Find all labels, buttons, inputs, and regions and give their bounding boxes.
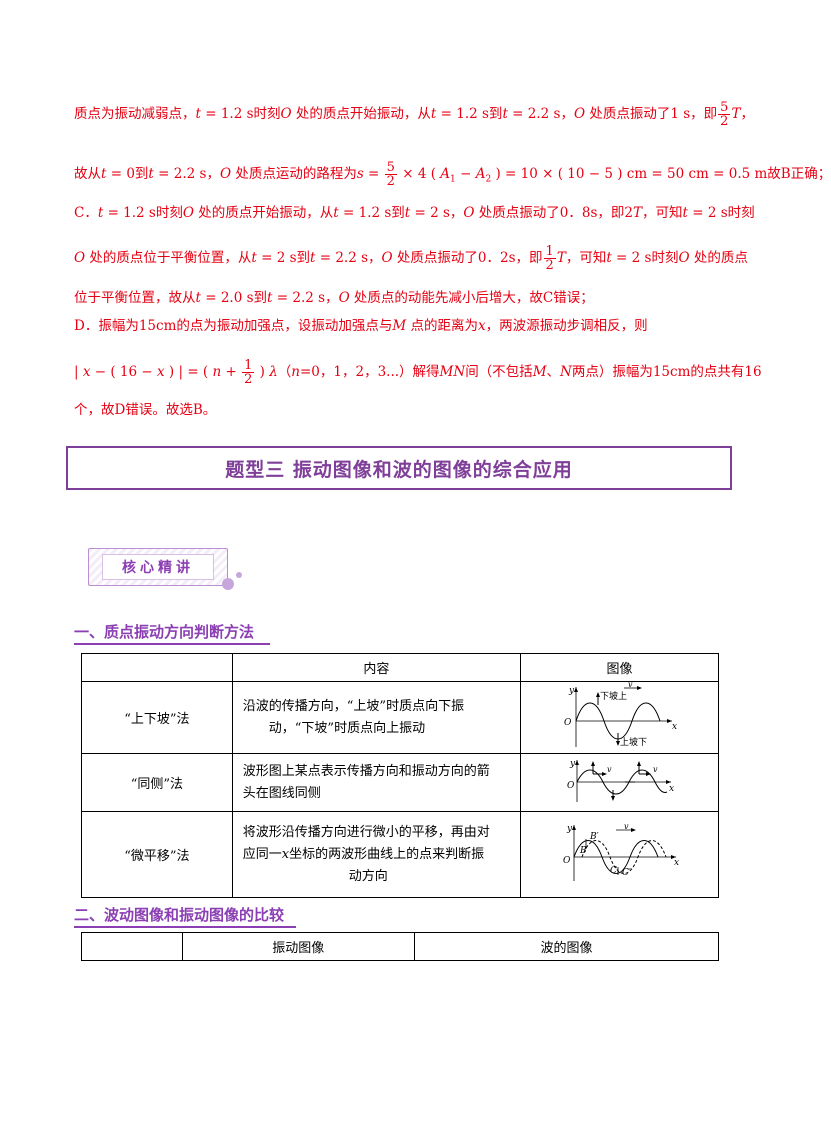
svg-text:y: y: [566, 824, 573, 834]
svg-text:O: O: [563, 856, 571, 866]
svg-text:B: B: [579, 846, 587, 856]
para-line-8: 个，故D错误。故选B。: [74, 402, 217, 418]
table-header-row: 振动图像 波的图像: [81, 932, 720, 961]
svg-text:v: v: [628, 680, 633, 689]
para-line-5: 位于平衡位置，故从t = 2.0 s到t = 2.2 s，O 处质点的动能先减小…: [74, 290, 594, 306]
table-header-content: 内容: [231, 653, 522, 682]
svg-text:x: x: [669, 784, 674, 794]
same-side-figure: y O x v v: [567, 759, 674, 802]
method-name: “上下坡”法: [81, 681, 233, 754]
table-header-blank: [81, 653, 233, 682]
section2-title: 二、波动图像和振动图像的比较: [74, 906, 285, 924]
table-header-image: 图像: [520, 653, 719, 682]
badge-dot-small-icon: [236, 572, 242, 578]
table2-header-wave: 波的图像: [413, 932, 720, 961]
para-line-3: C．t = 1.2 s时刻O 处的质点开始振动，从t = 1.2 s到t = 2…: [74, 205, 755, 221]
svg-text:y: y: [569, 759, 576, 769]
svg-text:y: y: [568, 686, 575, 696]
section1-title: 一、质点振动方向判断方法: [74, 623, 255, 641]
method-figure-cell: y O x v 下坡上 上坡下: [520, 680, 719, 754]
table-row: “同侧”法 波形图上某点表示传播方向和振动方向的箭 头在图线同侧: [81, 753, 719, 812]
svg-text:C: C: [610, 866, 617, 876]
method-name: “同侧”法: [81, 753, 233, 812]
table-row: “微平移”法 将波形沿传播方向进行微小的平移，再由对 应同一x坐标的两波形曲线上…: [81, 811, 719, 898]
svg-text:下坡上: 下坡上: [600, 690, 627, 702]
table2-header-blank: [81, 932, 183, 961]
svg-text:v: v: [624, 822, 629, 831]
badge-dot-icon: [222, 578, 234, 590]
svg-text:v: v: [653, 765, 658, 774]
comparison-table: 振动图像 波的图像: [81, 932, 720, 961]
shift-method-figure: y O x v B B′ C C′: [563, 822, 679, 881]
core-badge: 核心精讲: [88, 548, 248, 600]
section1-underline: [74, 643, 270, 645]
svg-text:B′: B′: [589, 832, 599, 842]
svg-text:x: x: [672, 722, 677, 732]
table-row: “上下坡”法 沿波的传播方向，“上坡”时质点向下振 动，“下坡”时质点向上振动 …: [81, 680, 719, 754]
svg-text:x: x: [674, 858, 679, 868]
method-figure-cell: y O x v B B′ C C′: [520, 811, 719, 898]
table2-header-vibration: 振动图像: [181, 932, 415, 961]
section-banner: 题型三 振动图像和波的图像的综合应用: [66, 446, 732, 490]
badge-frame: 核心精讲: [88, 548, 228, 586]
method-content: 沿波的传播方向，“上坡”时质点向下振 动，“下坡”时质点向上振动: [231, 681, 522, 754]
para-line-1: 质点为振动减弱点，t = 1.2 s时刻O 处的质点开始振动，从t = 1.2 …: [74, 100, 754, 129]
banner-title: 题型三 振动图像和波的图像的综合应用: [225, 458, 573, 481]
svg-text:v: v: [607, 765, 612, 774]
method-content: 波形图上某点表示传播方向和振动方向的箭 头在图线同侧: [231, 753, 522, 812]
method-content: 将波形沿传播方向进行微小的平移，再由对 应同一x坐标的两波形曲线上的点来判断振 …: [231, 811, 522, 898]
badge-label: 核心精讲: [102, 554, 214, 580]
method-figure-cell: y O x v v: [520, 753, 719, 812]
table-header-row: 内容 图像: [81, 653, 719, 682]
slope-method-figure: y O x v 下坡上 上坡下: [564, 680, 677, 748]
method-table: 内容 图像 “上下坡”法 沿波的传播方向，“上坡”时质点向下振 动，“下坡”时质…: [81, 653, 719, 898]
method-name: “微平移”法: [81, 811, 233, 898]
svg-text:上坡下: 上坡下: [620, 736, 647, 748]
para-line-4: O 处的质点位于平衡位置，从t = 2 s到t = 2.2 s，O 处质点振动了…: [74, 244, 748, 273]
svg-text:O: O: [564, 718, 572, 728]
svg-text:O: O: [567, 781, 575, 791]
svg-text:C′: C′: [622, 868, 631, 878]
para-line-6: D．振幅为15cm的点为振动加强点，设振动加强点与M 点的距离为x，两波源振动步…: [74, 318, 648, 334]
section2-underline: [74, 926, 296, 928]
